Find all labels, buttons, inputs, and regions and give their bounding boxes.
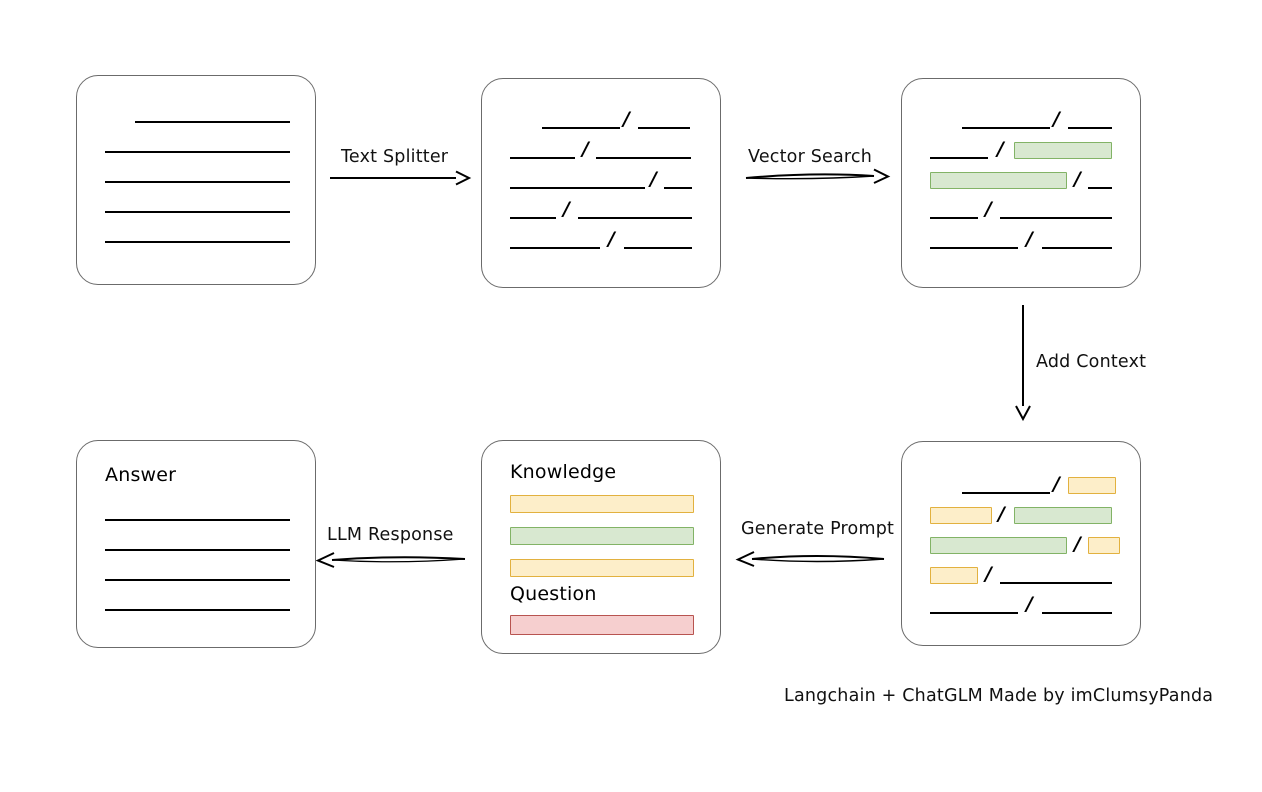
edge-text-splitter-label: Text Splitter [341, 147, 449, 167]
edge-generate-prompt-label: Generate Prompt [741, 519, 895, 539]
knowledge-bar-yellow [510, 495, 694, 513]
doc-line [510, 187, 645, 189]
context-chunk-yellow [1068, 477, 1116, 494]
doc-line [930, 157, 988, 159]
chunk-separator: / [650, 168, 657, 190]
doc-line [105, 151, 290, 153]
edge-text-splitter-arrow [330, 170, 472, 186]
doc-line [962, 492, 1050, 494]
edge-vector-search-label: Vector Search [748, 147, 873, 167]
doc-line [105, 181, 290, 183]
vector-matched-document-card[interactable]: / / / / / [901, 78, 1141, 288]
doc-line [962, 127, 1050, 129]
doc-line [105, 549, 290, 551]
context-chunk-yellow [1088, 537, 1120, 554]
chunk-separator: / [998, 503, 1005, 525]
doc-line [510, 157, 575, 159]
chunk-separator: / [563, 198, 570, 220]
doc-line [930, 612, 1018, 614]
edge-llm-response-arrow [315, 552, 466, 568]
doc-line [510, 217, 556, 219]
doc-line [105, 609, 290, 611]
doc-line [930, 217, 978, 219]
chunk-separator: / [1026, 228, 1033, 250]
doc-line [105, 241, 290, 243]
edge-add-context-label: Add Context [1036, 352, 1147, 372]
chunk-separator: / [1053, 473, 1060, 495]
question-heading: Question [510, 583, 597, 605]
doc-line [1088, 187, 1112, 189]
chunk-separator: / [1074, 533, 1081, 555]
chunk-separator: / [1026, 593, 1033, 615]
matched-chunk-green [930, 172, 1067, 189]
doc-line [1068, 127, 1112, 129]
matched-chunk-green [930, 537, 1067, 554]
question-bar-red [510, 615, 694, 635]
doc-line [664, 187, 692, 189]
doc-line [135, 121, 290, 123]
edge-add-context-arrow [1015, 305, 1031, 422]
answer-heading: Answer [105, 464, 177, 486]
chunk-separator: / [1074, 168, 1081, 190]
doc-line [1000, 217, 1112, 219]
chunk-separator: / [1053, 108, 1060, 130]
doc-line [596, 157, 691, 159]
answer-card[interactable]: Answer [76, 440, 316, 648]
doc-line [1000, 582, 1112, 584]
knowledge-bar-green [510, 527, 694, 545]
doc-line [1042, 612, 1112, 614]
chunk-separator: / [997, 138, 1004, 160]
context-chunk-yellow [930, 567, 978, 584]
doc-line [638, 127, 690, 129]
doc-line [542, 127, 620, 129]
doc-line [578, 217, 692, 219]
edge-llm-response-label: LLM Response [327, 525, 454, 545]
matched-chunk-green [1014, 142, 1112, 159]
doc-line [1042, 247, 1112, 249]
split-document-card[interactable]: / / / / / [481, 78, 721, 288]
chunk-separator: / [985, 198, 992, 220]
edge-vector-search-arrow [745, 168, 891, 184]
doc-line [624, 247, 692, 249]
doc-line [105, 211, 290, 213]
chunk-separator: / [608, 228, 615, 250]
prompt-card[interactable]: Knowledge Question [481, 440, 721, 654]
matched-chunk-green [1014, 507, 1112, 524]
chunk-separator: / [623, 108, 630, 130]
knowledge-bar-yellow [510, 559, 694, 577]
edge-generate-prompt-arrow [735, 551, 885, 567]
doc-line [510, 247, 600, 249]
doc-line [105, 519, 290, 521]
credit-text: Langchain + ChatGLM Made by imClumsyPand… [784, 686, 1214, 706]
knowledge-heading: Knowledge [510, 461, 617, 483]
chunk-separator: / [985, 563, 992, 585]
source-document-card[interactable] [76, 75, 316, 285]
context-chunk-yellow [930, 507, 992, 524]
doc-line [930, 247, 1018, 249]
chunk-separator: / [582, 138, 589, 160]
context-document-card[interactable]: / / / / / [901, 441, 1141, 646]
doc-line [105, 579, 290, 581]
